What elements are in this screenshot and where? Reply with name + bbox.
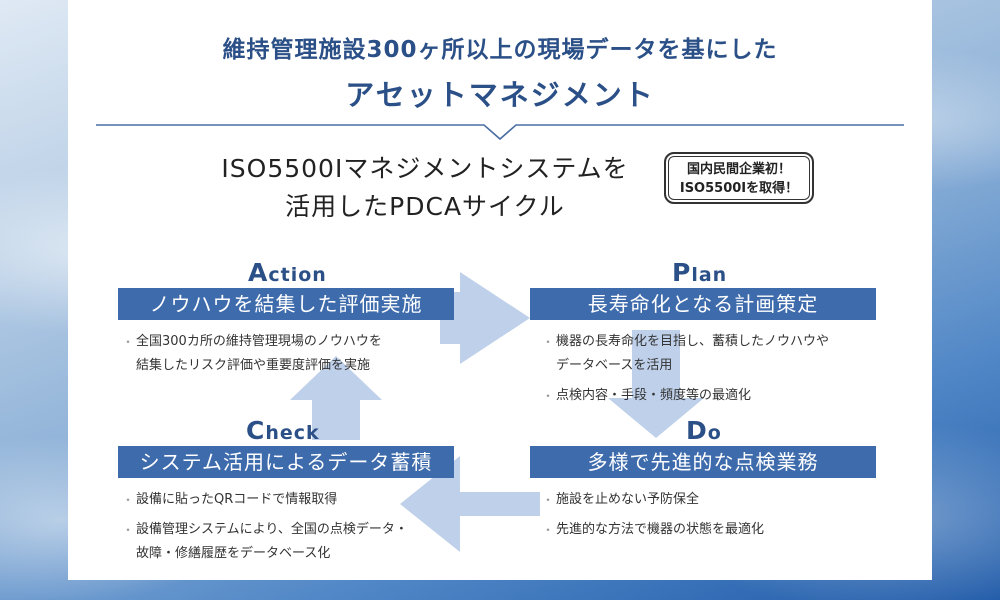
list-item: ・点検内容・手段・頻度等の最適化	[542, 388, 752, 403]
subtitle-line2: 活用したPDCAサイクル	[285, 192, 565, 221]
bullet-text: 施設を止めない予防保全	[556, 492, 700, 507]
phase-do-heading: Do	[686, 416, 722, 445]
phase-plan-rest: lan	[691, 264, 728, 286]
list-item: ・全国300カ所の維持管理現場のノウハウを 結集したリスク評価や重要度評価を実施	[122, 334, 382, 373]
phase-action-title: ノウハウを結集した評価実施	[118, 288, 454, 320]
phase-do-initial: D	[686, 416, 708, 445]
header-divider	[96, 124, 904, 141]
phase-plan-initial: P	[672, 258, 692, 287]
badge-line2: ISO5500Iを取得！	[679, 181, 799, 196]
list-item: ・設備に貼ったQRコードで情報取得	[122, 492, 338, 507]
subtitle-line1: ISO5500Iマネジメントシステムを	[221, 154, 629, 183]
bullet-text: 先進的な方法で機器の状態を最適化	[556, 522, 765, 537]
phase-plan-heading: Plan	[672, 258, 727, 287]
list-item: ・機器の長寿命化を目指し、蓄積したノウハウや データベースを活用	[542, 334, 830, 373]
phase-check-rest: heck	[265, 422, 320, 444]
bullet-text: 設備管理システムにより、全国の点検データ・ 故障・修繕履歴をデータベース化	[136, 522, 408, 561]
phase-do-bullets: ・施設を止めない予防保全 ・先進的な方法で機器の状態を最適化	[540, 488, 900, 548]
phase-plan-title: 長寿命化となる計画策定	[530, 288, 876, 320]
phase-action-bullets: ・全国300カ所の維持管理現場のノウハウを 結集したリスク評価や重要度評価を実施	[120, 330, 450, 384]
bullet-text: 全国300カ所の維持管理現場のノウハウを 結集したリスク評価や重要度評価を実施	[136, 334, 382, 373]
phase-action-heading: Action	[248, 258, 327, 287]
list-item: ・施設を止めない予防保全	[542, 492, 700, 507]
iso-badge: 国内民間企業初！ ISO5500Iを取得！	[664, 152, 814, 204]
header-line1: 維持管理施設300ヶ所以上の現場データを基にした	[222, 37, 778, 63]
bullet-text: 点検内容・手段・頻度等の最適化	[556, 388, 752, 403]
header-line2: アセットマネジメント	[345, 78, 655, 112]
arrow-plan-to-do	[608, 330, 704, 438]
arrow-action-to-plan	[440, 272, 530, 364]
arrow-do-to-check	[400, 456, 540, 552]
phase-check-title: システム活用によるデータ蓄積	[118, 446, 454, 478]
phase-do-rest: o	[707, 422, 722, 444]
bullet-text: 機器の長寿命化を目指し、蓄積したノウハウや データベースを活用	[556, 334, 830, 373]
badge-line1: 国内民間企業初！	[686, 162, 791, 177]
list-item: ・先進的な方法で機器の状態を最適化	[542, 522, 765, 537]
phase-do-title: 多様で先進的な点検業務	[530, 446, 876, 478]
list-item: ・設備管理システムにより、全国の点検データ・ 故障・修繕履歴をデータベース化	[122, 522, 408, 561]
bullet-text: 設備に貼ったQRコードで情報取得	[136, 492, 338, 507]
phase-check-heading: Check	[246, 416, 320, 445]
phase-action-initial: A	[248, 258, 269, 287]
phase-plan-bullets: ・機器の長寿命化を目指し、蓄積したノウハウや データベースを活用 ・点検内容・手…	[540, 330, 910, 414]
phase-action-rest: ction	[268, 264, 327, 286]
subtitle: ISO5500Iマネジメントシステムを 活用したPDCAサイクル	[190, 150, 660, 226]
phase-check-bullets: ・設備に貼ったQRコードで情報取得 ・設備管理システムにより、全国の点検データ・…	[120, 488, 460, 572]
arrow-check-to-action	[290, 356, 382, 440]
phase-check-initial: C	[246, 416, 266, 445]
